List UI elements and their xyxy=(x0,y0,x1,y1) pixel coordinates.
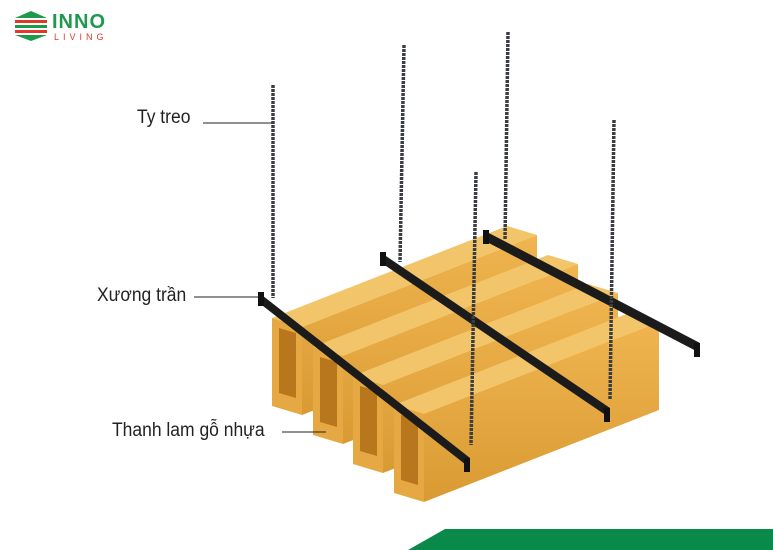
inno-living-logo: INNO LIVING xyxy=(14,11,129,43)
label-rod: Ty treo xyxy=(137,107,191,128)
frame-rail xyxy=(483,230,700,353)
threaded-rod xyxy=(608,119,616,401)
logo-mark-icon xyxy=(15,11,47,41)
threaded-rod xyxy=(469,171,478,446)
threaded-rod xyxy=(398,44,406,263)
label-frame: Xương trần xyxy=(97,285,187,306)
rail-end-clip xyxy=(694,343,700,357)
slat-end-recess xyxy=(320,357,337,427)
green-footer-band xyxy=(408,529,773,550)
slat-side-face xyxy=(424,322,659,502)
label-slat: Thanh lam gỗ nhựa xyxy=(112,420,265,441)
slat-top-face xyxy=(353,284,618,385)
logo-text-living: LIVING xyxy=(54,32,108,42)
frame-rail xyxy=(380,252,610,418)
slat-end-recess xyxy=(401,415,418,485)
threaded-rod xyxy=(503,31,510,241)
rail-end-clip xyxy=(483,230,489,244)
rail-end-clip xyxy=(258,292,264,306)
frame-rail xyxy=(258,292,470,468)
slat-end-recess xyxy=(360,386,377,456)
slat-top-face xyxy=(394,313,659,414)
rail-end-clip xyxy=(604,408,610,422)
slat-end-recess xyxy=(279,328,296,398)
logo-text-inno: INNO xyxy=(52,11,106,33)
rail-end-clip xyxy=(464,458,470,472)
rail-end-clip xyxy=(380,252,386,266)
